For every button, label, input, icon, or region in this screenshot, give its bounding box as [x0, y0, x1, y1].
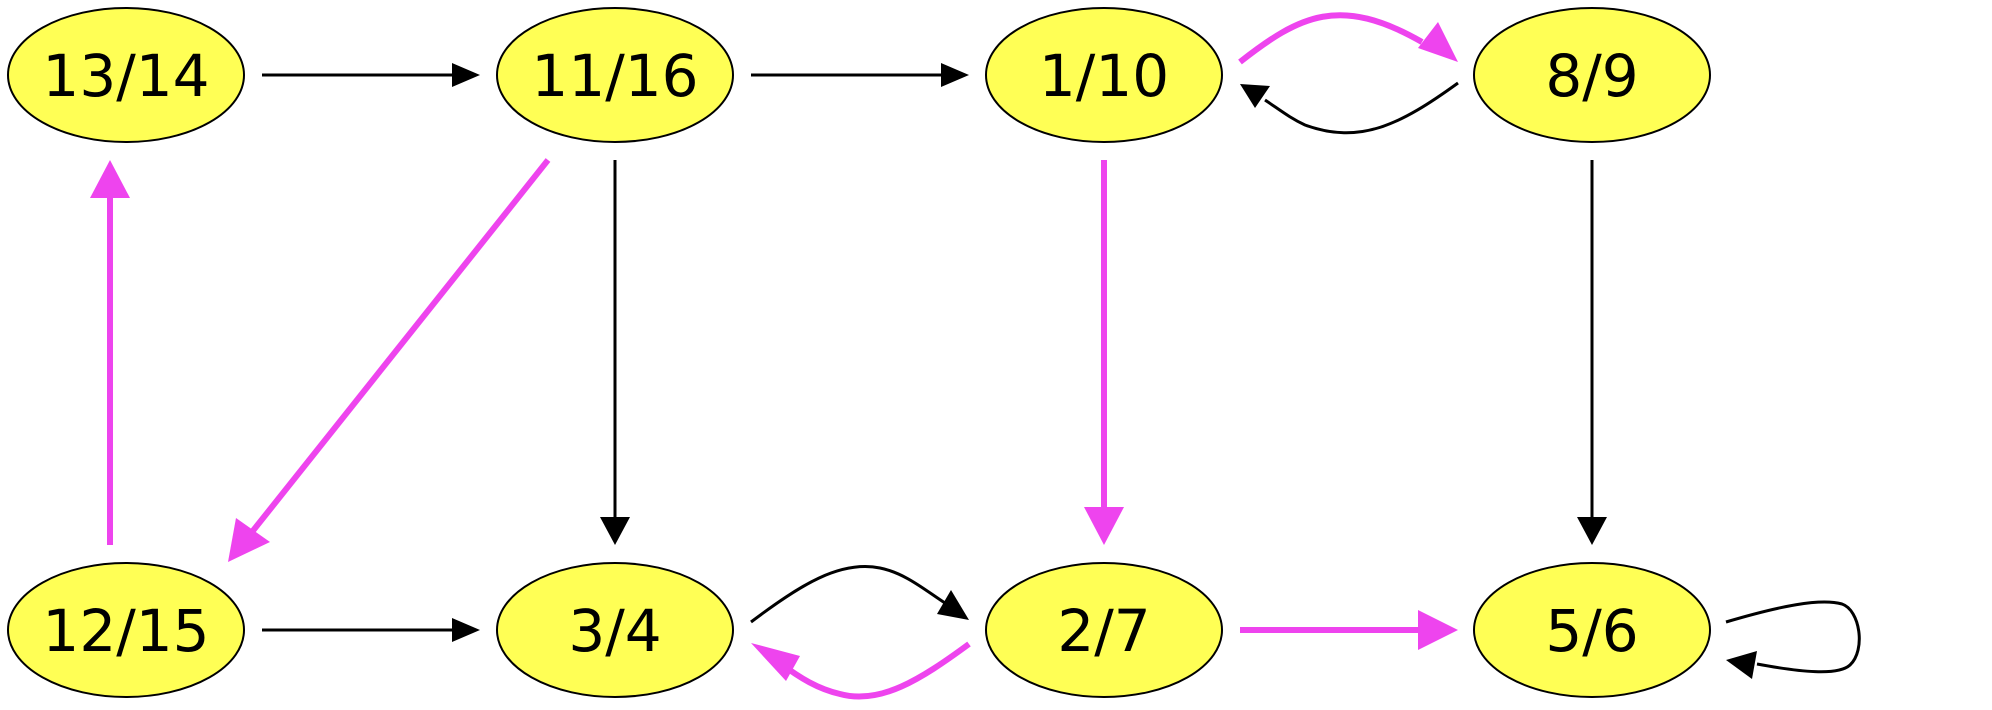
node-label: 5/6 [1545, 597, 1638, 665]
edge-1-10-to-2-7 [1084, 160, 1124, 545]
edges [90, 12, 1861, 700]
node-label: 13/14 [42, 42, 209, 110]
edge-13-14-to-11-16 [262, 63, 480, 87]
edge-3-4-to-2-7 [750, 565, 969, 624]
node-label: 3/4 [568, 597, 661, 665]
node-label: 2/7 [1057, 597, 1150, 665]
node-12-15: 12/15 [7, 562, 245, 698]
edge-2-7-to-5-6 [1240, 610, 1458, 650]
edge-12-15-to-13-14 [90, 160, 130, 545]
node-2-7: 2/7 [985, 562, 1223, 698]
node-label: 8/9 [1545, 42, 1638, 110]
edge-2-7-to-3-4 [751, 641, 971, 700]
edge-11-16-to-3-4 [600, 160, 630, 545]
edge-11-16-to-1-10 [751, 63, 969, 87]
edge-1-10-to-8-9 [1238, 12, 1458, 65]
edge-12-15-to-3-4 [262, 618, 480, 642]
node-label: 1/10 [1039, 42, 1169, 110]
node-13-14: 13/14 [7, 7, 245, 143]
node-label: 11/16 [531, 42, 698, 110]
nodes: 13/14 11/16 1/10 8/9 12/15 3/4 2/7 5/6 [7, 7, 1711, 698]
node-5-6: 5/6 [1473, 562, 1711, 698]
node-8-9: 8/9 [1473, 7, 1711, 143]
edge-11-16-to-12-15 [228, 158, 551, 562]
node-3-4: 3/4 [496, 562, 734, 698]
edge-8-9-to-5-6 [1577, 160, 1607, 545]
node-label: 12/15 [42, 597, 209, 665]
edge-8-9-to-1-10 [1240, 81, 1459, 135]
node-11-16: 11/16 [496, 7, 734, 143]
edge-5-6-self-loop [1725, 600, 1861, 679]
node-1-10: 1/10 [985, 7, 1223, 143]
